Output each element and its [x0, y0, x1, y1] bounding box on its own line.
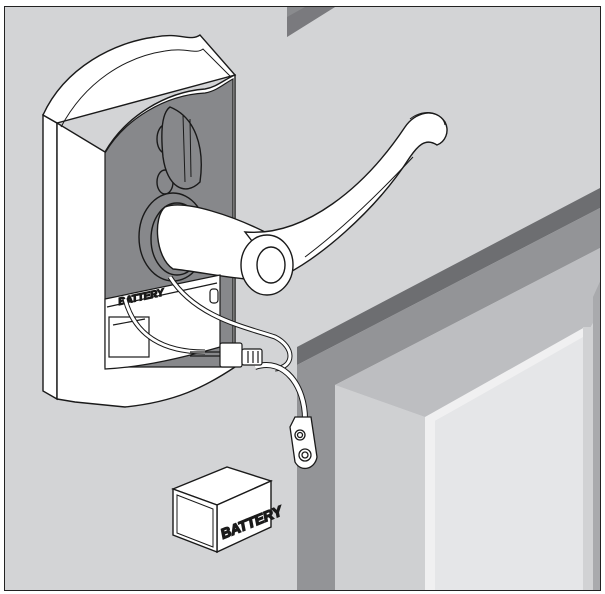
wire-connector	[219, 342, 263, 368]
battery-snap-connector	[289, 416, 318, 470]
battery-9v: BATTERY	[171, 466, 286, 554]
wire-harness	[122, 275, 308, 420]
door-frame	[297, 188, 600, 590]
top-corner-wedge	[287, 7, 335, 37]
illustration-canvas: BATTERY	[4, 6, 601, 591]
lever-handle	[138, 111, 448, 296]
